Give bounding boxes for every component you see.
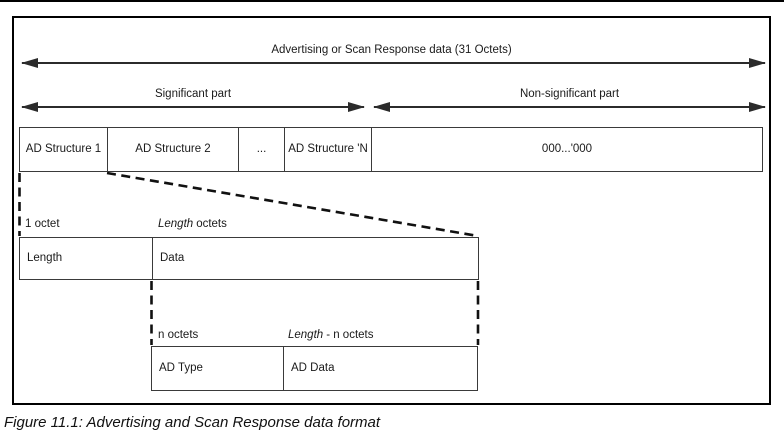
octets-arrow bbox=[21, 57, 766, 68]
significant-arrow-label: Significant part bbox=[154, 88, 232, 100]
page-top-rule bbox=[0, 0, 784, 2]
length-cell: Length bbox=[27, 252, 63, 264]
arrowhead-left-icon bbox=[373, 101, 390, 112]
ad-structures-row: AD Structure 1 AD Structure 2 ... AD Str… bbox=[19, 127, 763, 172]
non-significant-arrow bbox=[373, 101, 766, 112]
ad-type-cell: AD Type bbox=[159, 362, 203, 374]
one-octet-label: 1 octet bbox=[25, 218, 60, 230]
arrowhead-right-icon bbox=[749, 101, 766, 112]
length-octets-label-italic: Length bbox=[158, 218, 194, 230]
length-octets-label-rest: octets bbox=[196, 218, 227, 230]
data-cell: Data bbox=[152, 238, 478, 279]
n-octets-label: n octets bbox=[158, 329, 199, 341]
arrowhead-right-icon bbox=[348, 101, 365, 112]
arrowhead-left-icon bbox=[21, 101, 38, 112]
ad-structure-1-cell: AD Structure 1 bbox=[25, 143, 102, 155]
figure-caption: Figure 11.1: Advertising and Scan Respon… bbox=[4, 414, 381, 431]
ad-type-data-row: AD Type AD Data bbox=[151, 346, 478, 391]
length-n-octets-label: Length- n octets bbox=[288, 328, 374, 342]
octets-arrow-label: Advertising or Scan Response data (31 Oc… bbox=[271, 44, 512, 56]
arrowhead-right-icon bbox=[749, 57, 766, 68]
zero-padding-cell: 000...'000 bbox=[371, 128, 762, 171]
length-data-row: Length Data bbox=[19, 237, 479, 280]
ad-data-cell: AD Data bbox=[283, 347, 477, 390]
ad-structure-ellipsis-cell: ... bbox=[238, 128, 284, 171]
ad-structure-2-cell: AD Structure 2 bbox=[107, 128, 238, 171]
length-n-octets-label-italic: Length bbox=[288, 329, 324, 341]
length-n-octets-label-rest: - n octets bbox=[326, 329, 374, 341]
arrowhead-left-icon bbox=[21, 57, 38, 68]
significant-arrow bbox=[21, 101, 365, 112]
non-significant-arrow-label: Non-significant part bbox=[519, 88, 620, 100]
ad-structure-n-cell: AD Structure 'N bbox=[284, 128, 371, 171]
